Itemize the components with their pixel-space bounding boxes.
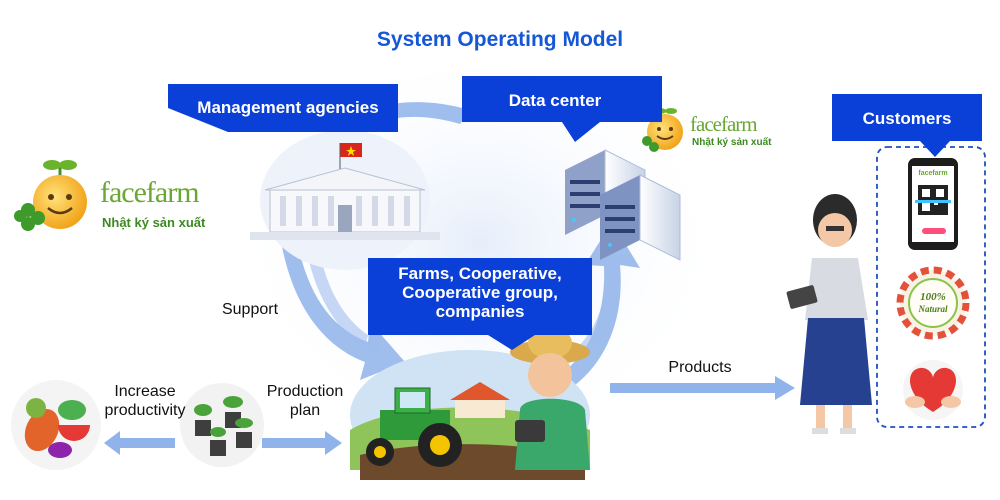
arrow-agencies-to-farms (280, 235, 405, 380)
phone-qr (908, 158, 958, 250)
increase-productivity-label: Increase productivity (85, 382, 205, 420)
production-plan-label: Production plan (255, 382, 355, 420)
increase-arrow (104, 431, 175, 455)
customers-panel (876, 146, 986, 428)
seedlings (180, 383, 264, 467)
brand-tagline-large: Nhật ký sản xuất (102, 215, 206, 230)
government-building (250, 130, 440, 270)
production-arrow (262, 431, 342, 455)
arrow-inner-right (575, 262, 619, 360)
farms-line-1: Farms, Cooperative, (398, 264, 562, 283)
brand-name-large: facefarm (100, 176, 200, 209)
heart-hands (903, 360, 963, 420)
production-line-2: plan (289, 402, 321, 419)
support-label: Support (221, 301, 279, 318)
facefarm-logo-small (642, 108, 683, 152)
data-center-banner-label: Data center (508, 91, 602, 110)
tractor (366, 387, 462, 467)
badge-line-2: Natural (918, 304, 948, 314)
production-line-1: Production (266, 383, 344, 400)
phone-brand-mini: facefarm (918, 170, 948, 177)
products-label: Products (668, 359, 732, 376)
vegetables (11, 380, 101, 470)
brand-tagline-small: Nhật ký sản xuất (692, 137, 772, 148)
increase-line-1: Increase (114, 383, 176, 400)
server-rack (565, 149, 681, 261)
banner-shapes (168, 76, 982, 350)
customers-banner-label: Customers (862, 109, 952, 128)
customers-banner (832, 94, 982, 157)
management-banner-label: Management agencies (197, 98, 379, 117)
badge-line-1: 100% (920, 291, 946, 303)
farms-line-3: companies (435, 302, 525, 321)
natural-badge (896, 266, 970, 340)
flow-arrows (104, 376, 795, 455)
farms-banner-label: Farms, Cooperative, Cooperative group, c… (370, 264, 590, 321)
data-center-banner (462, 76, 662, 142)
products-arrow (610, 376, 795, 400)
customer-woman (786, 194, 872, 434)
management-banner (168, 84, 398, 132)
farms-banner (368, 258, 592, 350)
farms-line-2: Cooperative group, (402, 283, 558, 302)
facefarm-logo-large (14, 160, 87, 231)
natural-badge-text: 100% Natural (908, 291, 958, 315)
brand-name-small: facefarm (690, 112, 758, 136)
diagram-title: System Operating Model (376, 28, 624, 51)
increase-line-2: productivity (104, 402, 186, 419)
